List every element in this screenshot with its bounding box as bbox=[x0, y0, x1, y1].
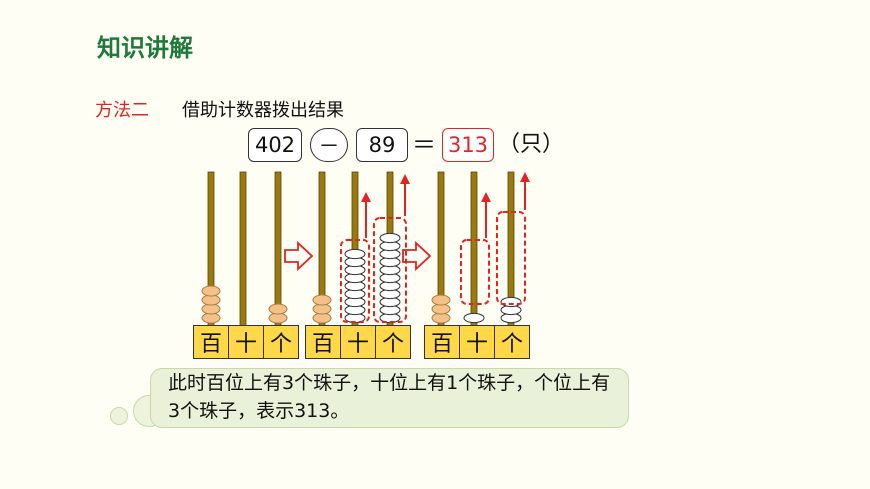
up-arrow-head-2 bbox=[400, 174, 410, 184]
transition-arrow-2 bbox=[402, 240, 432, 272]
highlight-ones-3 bbox=[496, 211, 526, 305]
abacus-beads bbox=[201, 232, 522, 324]
explanation-bubble bbox=[150, 368, 629, 428]
page-title: 知识讲解 bbox=[97, 34, 193, 62]
place-label-hundreds-1: 百 bbox=[193, 325, 229, 359]
subtrahend-box: 89 bbox=[356, 128, 408, 162]
bead-ones-2 bbox=[379, 232, 401, 244]
bubble-dot-small bbox=[110, 407, 128, 425]
place-label-ones-1: 个 bbox=[263, 325, 299, 359]
place-label-ones-2: 个 bbox=[375, 325, 411, 359]
bead-hundreds-1 bbox=[201, 285, 221, 297]
rod-ones-1 bbox=[274, 171, 282, 327]
up-arrow-head-1 bbox=[361, 192, 371, 202]
place-label-hundreds-3: 百 bbox=[424, 325, 460, 359]
minuend-box: 402 bbox=[248, 128, 302, 162]
highlight-tens-3 bbox=[460, 239, 490, 305]
rod-tens-3 bbox=[470, 171, 478, 327]
place-label-tens-3: 十 bbox=[459, 325, 495, 359]
red-marks bbox=[284, 172, 530, 323]
bead-hundreds-2 bbox=[312, 294, 332, 306]
explanation-text: 此时百位上有3个珠子，十位上有1个珠子，个位上有3个珠子，表示313。 bbox=[168, 372, 611, 422]
unit-label: （只） bbox=[498, 132, 565, 157]
bead-ones-3 bbox=[500, 296, 522, 308]
method-label: 方法二 bbox=[95, 100, 149, 121]
bead-hundreds-3 bbox=[431, 294, 451, 306]
up-arrow-head-3 bbox=[481, 192, 491, 202]
transition-arrow-1 bbox=[284, 240, 314, 272]
highlight-tens-2 bbox=[340, 239, 370, 323]
bead-tens-2 bbox=[344, 248, 366, 260]
place-label-tens-1: 十 bbox=[228, 325, 264, 359]
rod-tens-1 bbox=[239, 171, 247, 327]
place-label-hundreds-2: 百 bbox=[305, 325, 341, 359]
place-label-tens-2: 十 bbox=[340, 325, 376, 359]
result-box: 313 bbox=[442, 128, 494, 162]
operator-minus: － bbox=[310, 128, 348, 162]
up-arrow-head-4 bbox=[520, 172, 530, 182]
equals-sign: ＝ bbox=[412, 131, 436, 159]
bead-tens-3 bbox=[463, 312, 485, 324]
place-label-ones-3: 个 bbox=[494, 325, 530, 359]
highlight-ones-2 bbox=[373, 217, 407, 323]
bead-ones-1 bbox=[268, 303, 288, 315]
method-description: 借助计数器拨出结果 bbox=[182, 100, 344, 121]
